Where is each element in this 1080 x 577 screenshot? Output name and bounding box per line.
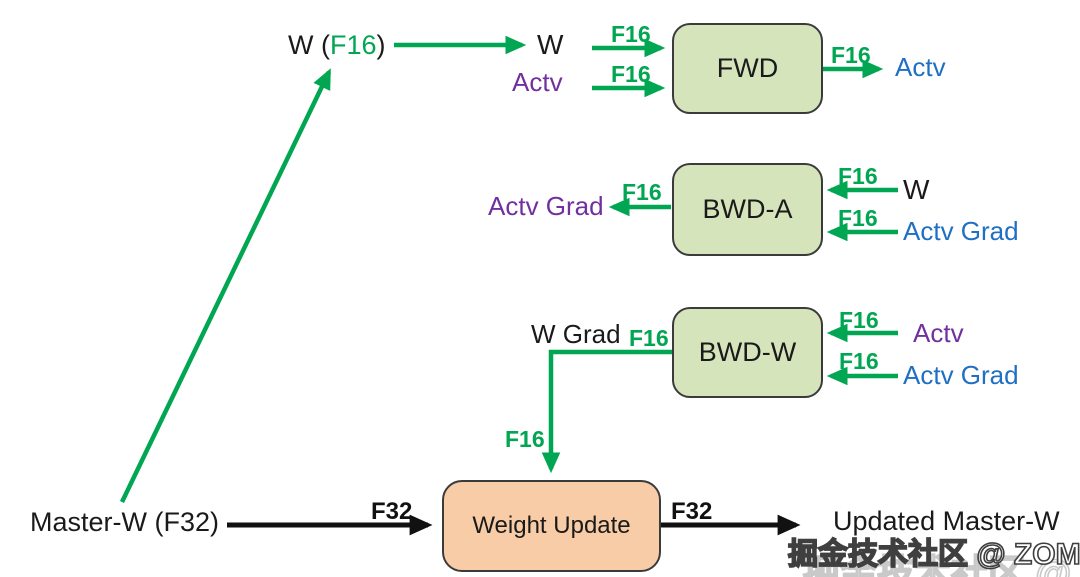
actv-grad-output-label: Actv Grad <box>488 191 604 221</box>
f16-tag-bwda-out: F16 <box>622 179 662 205</box>
actv-output-label: Actv <box>895 52 946 82</box>
bwd-w-node-label: BWD-W <box>698 337 797 367</box>
bwd-w-node: BWD-W <box>672 307 823 398</box>
actv-grad-bwdw-input-label: Actv Grad <box>903 360 1019 390</box>
f16-tag-bwdw-in-actv: F16 <box>839 307 879 333</box>
w-bwda-input-label: W <box>903 174 930 205</box>
bwd-a-node: BWD-A <box>672 163 823 256</box>
f32-tag-in: F32 <box>371 498 413 525</box>
fwd-node-label: FWD <box>716 53 779 83</box>
f16-tag-bwda-in-actvgrad: F16 <box>838 205 878 231</box>
actv-input-label: Actv <box>512 67 563 97</box>
bwd-a-node-label: BWD-A <box>702 194 793 224</box>
w-input-label: W <box>537 29 564 60</box>
f16-tag-fwd-in-actv: F16 <box>611 61 651 87</box>
fwd-node: FWD <box>672 23 823 114</box>
weight-update-node: Weight Update <box>442 480 661 572</box>
f16-tag-wgrad: F16 <box>629 325 669 351</box>
f16-tag-fwd-in-w: F16 <box>611 21 651 47</box>
f16-tag-wgrad-down: F16 <box>505 426 545 452</box>
w-f16-label-prefix: W ( <box>288 30 330 60</box>
arrow-masterw-to-w16 <box>119 68 332 503</box>
watermark-echo: 掘金技术社区 @ ZOMI酱 <box>802 552 1080 577</box>
w-f16-label: W (F16) <box>288 30 386 61</box>
f32-tag-out: F32 <box>671 498 713 525</box>
f16-tag-fwd-out: F16 <box>831 42 871 68</box>
watermark: 掘金技术社区 @ ZOMI酱 <box>787 537 1080 572</box>
w-grad-label: W Grad <box>531 319 621 349</box>
weight-update-node-label: Weight Update <box>472 512 631 539</box>
arrow-wgrad-to-weightupdate <box>541 349 672 474</box>
actv-grad-bwda-input-label: Actv Grad <box>903 216 1019 246</box>
master-w-label: Master-W (F32) <box>30 507 219 537</box>
f16-tag-bwda-in-w: F16 <box>838 163 878 189</box>
f16-tag-bwdw-in-actvgrad: F16 <box>839 348 879 374</box>
w-f16-label-value: F16 <box>329 30 377 60</box>
actv-bwdw-input-label: Actv <box>913 318 964 348</box>
w-f16-label-suffix: ) <box>376 30 386 60</box>
updated-master-w-label: Updated Master-W <box>833 506 1060 536</box>
